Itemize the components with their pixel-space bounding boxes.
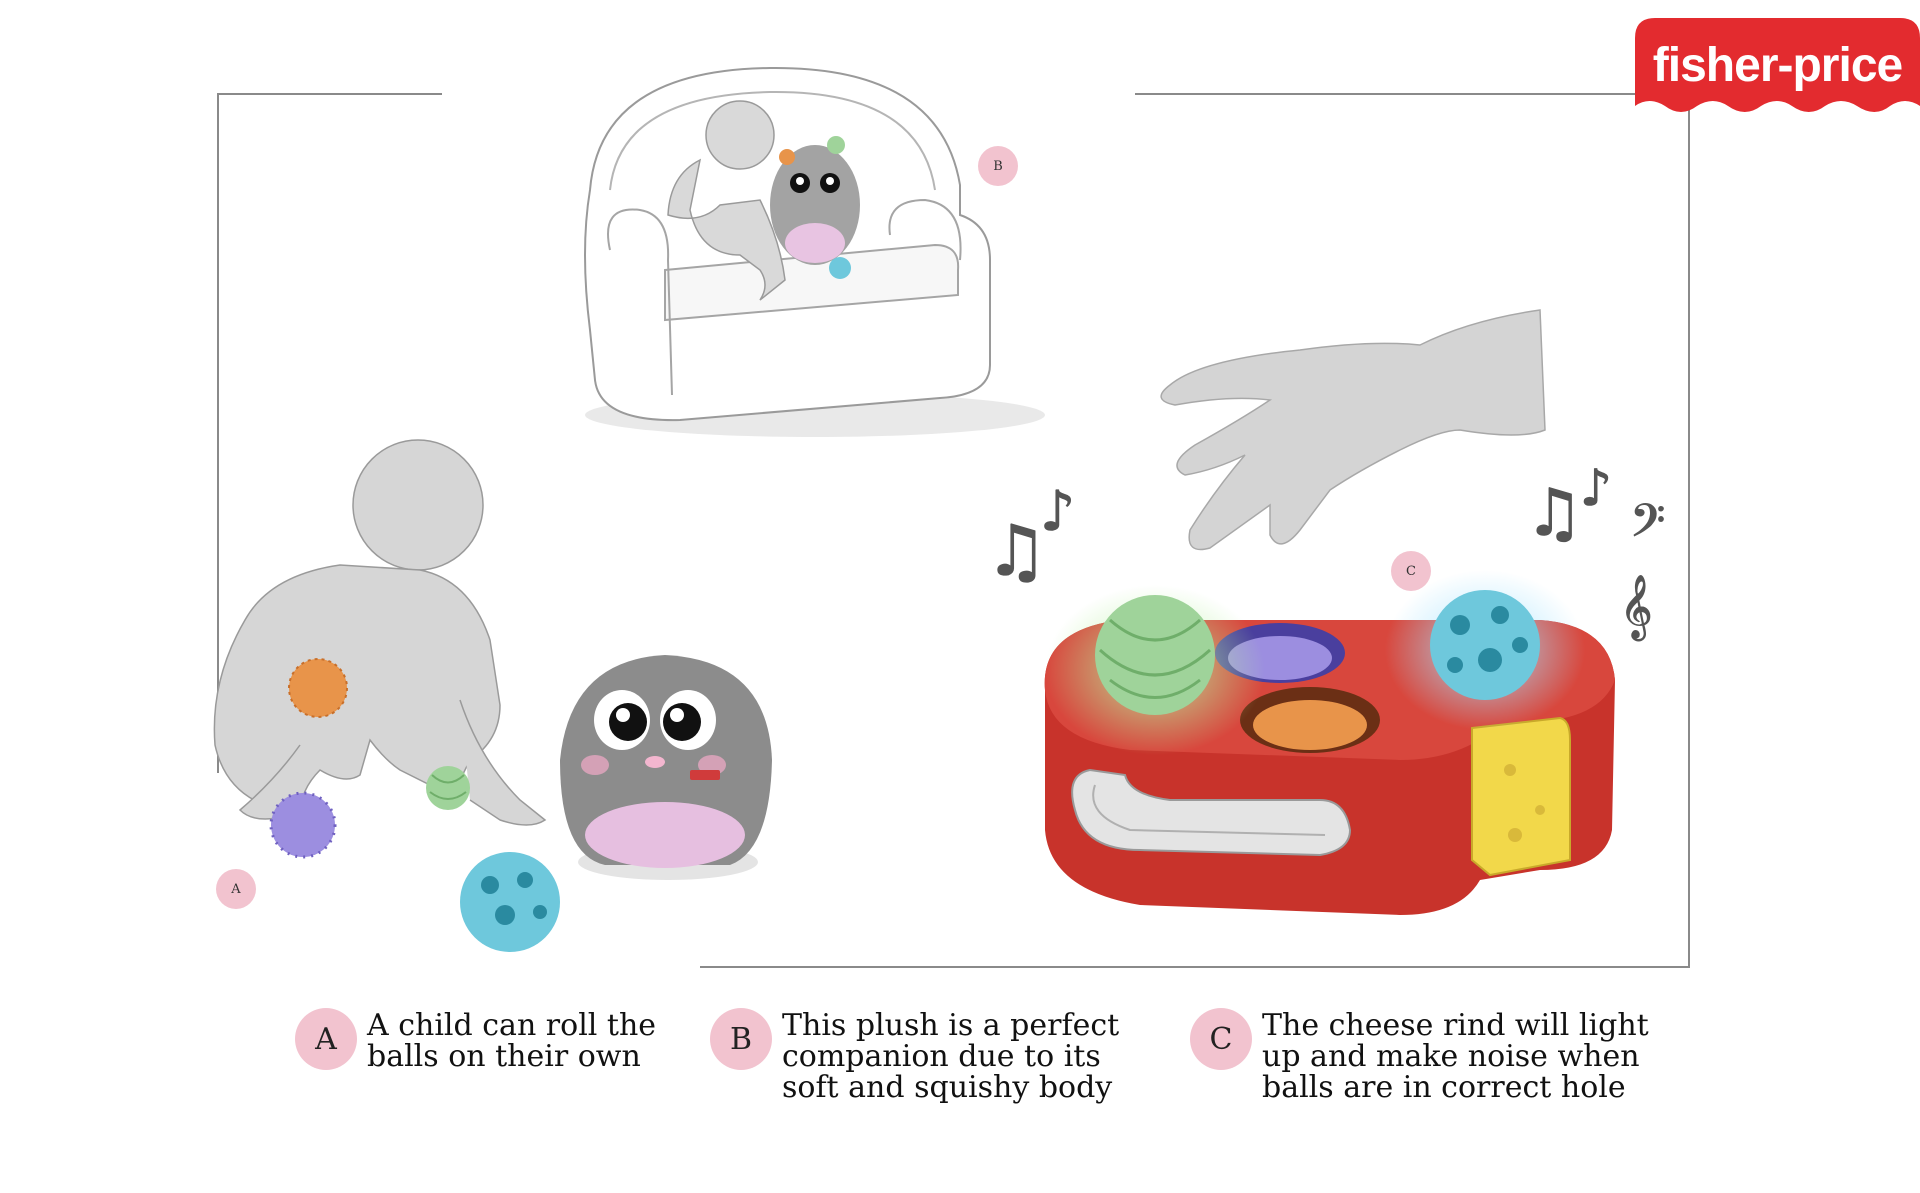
shape-sorter-toy: ♫ ♪ ♫ ♪ 𝄢 𝄞 [985, 309, 1666, 915]
svg-text:♫: ♫ [985, 510, 1048, 592]
frame-line-bottom [700, 966, 1690, 968]
scene-marker-c: C [1391, 551, 1431, 591]
child-and-plush-sketch [213, 439, 772, 952]
caption-c: C The cheese rind will light up and make… [1190, 1008, 1649, 1103]
svg-text:♪: ♪ [1040, 479, 1075, 543]
frame-line-right [1688, 93, 1690, 968]
frame-line-top-left [217, 93, 442, 95]
caption-b: B This plush is a perfect companion due … [710, 1008, 1119, 1103]
svg-text:𝄢: 𝄢 [1630, 494, 1665, 558]
caption-a: A A child can roll the balls on their ow… [295, 1008, 656, 1072]
fisher-price-logo: fisher-price [1635, 18, 1920, 128]
caption-b-text: This plush is a perfect companion due to… [782, 1008, 1120, 1105]
frame-line-top-right [1135, 93, 1690, 95]
svg-text:♪: ♪ [1580, 459, 1612, 517]
armchair-sketch [584, 66, 1045, 437]
scene-marker-b: B [978, 146, 1018, 186]
caption-c-letter: C [1190, 1008, 1252, 1070]
svg-text:♫: ♫ [1525, 476, 1583, 551]
frame-line-left [217, 93, 219, 773]
logo-text: fisher-price [1652, 39, 1903, 92]
caption-b-letter: B [710, 1008, 772, 1070]
svg-text:𝄞: 𝄞 [1620, 574, 1653, 641]
caption-a-letter: A [295, 1008, 357, 1070]
scene-marker-a: A [216, 869, 256, 909]
caption-c-text: The cheese rind will light up and make n… [1262, 1008, 1649, 1105]
caption-a-text: A child can roll the balls on their own [367, 1008, 657, 1074]
